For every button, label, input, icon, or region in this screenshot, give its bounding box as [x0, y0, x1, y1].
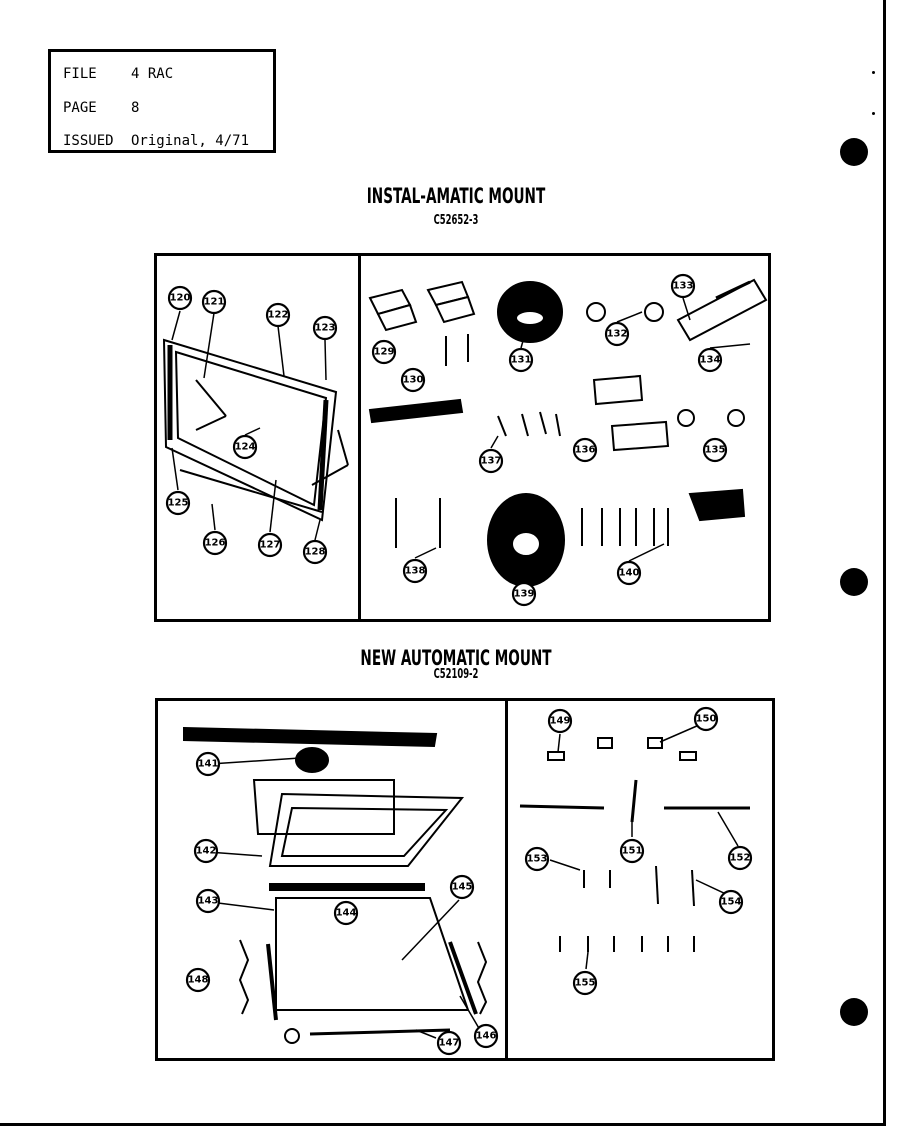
- callout-120-label: 120: [170, 293, 191, 304]
- callout-136: 136: [572, 437, 598, 463]
- callout-133-label: 133: [673, 281, 694, 292]
- callout-131-label: 131: [511, 355, 532, 366]
- page-label: PAGE: [63, 100, 97, 116]
- callout-149-label: 149: [550, 716, 571, 727]
- callout-122-label: 122: [268, 310, 289, 321]
- panel-auto-parts: [505, 698, 775, 1061]
- callout-125: 125: [165, 490, 191, 516]
- callout-149: 149: [547, 708, 573, 734]
- callout-120: 120: [167, 285, 193, 311]
- callout-152: 152: [727, 845, 753, 871]
- callout-137: 137: [478, 448, 504, 474]
- callout-137-label: 137: [481, 456, 502, 467]
- callout-138-label: 138: [405, 566, 426, 577]
- scan-speck: [872, 112, 875, 115]
- callout-148: 148: [185, 967, 211, 993]
- section2-title: NEW AUTOMATIC MOUNT: [360, 646, 552, 670]
- binder-hole-icon: [840, 138, 868, 166]
- callout-147: 147: [436, 1030, 462, 1056]
- callout-122: 122: [265, 302, 291, 328]
- callout-144-label: 144: [336, 908, 357, 919]
- callout-145: 145: [449, 874, 475, 900]
- callout-141-label: 141: [198, 759, 219, 770]
- callout-134: 134: [697, 347, 723, 373]
- callout-142: 142: [193, 838, 219, 864]
- callout-121: 121: [201, 289, 227, 315]
- file-label: FILE: [63, 66, 97, 82]
- callout-121-label: 121: [204, 297, 225, 308]
- callout-140-label: 140: [619, 568, 640, 579]
- window-frame-drawing: [162, 338, 349, 522]
- callout-144: 144: [333, 900, 359, 926]
- callout-141: 141: [195, 751, 221, 777]
- callout-146: 146: [473, 1023, 499, 1049]
- automatic-hardware-drawings: [519, 737, 750, 952]
- callout-154-label: 154: [721, 897, 742, 908]
- callout-140: 140: [616, 560, 642, 586]
- binder-hole-icon: [840, 998, 868, 1026]
- file-info-box: FILE 4 RAC PAGE 8 ISSUED Original, 4/71: [48, 49, 276, 153]
- callout-136-label: 136: [575, 445, 596, 456]
- automatic-mount-drawing: [183, 726, 488, 1044]
- callout-150-label: 150: [696, 714, 717, 725]
- parts-sheet: [0, 0, 886, 1126]
- callout-153: 153: [524, 846, 550, 872]
- callout-127: 127: [257, 532, 283, 558]
- panel-instal-parts: [358, 253, 771, 622]
- callout-153-label: 153: [527, 854, 548, 865]
- callout-126-label: 126: [205, 538, 226, 549]
- callout-130: 130: [400, 367, 426, 393]
- callout-133: 133: [670, 273, 696, 299]
- callout-129: 129: [371, 339, 397, 365]
- callout-129-label: 129: [374, 347, 395, 358]
- binder-hole-icon: [840, 568, 868, 596]
- callout-135-label: 135: [705, 445, 726, 456]
- callout-123-label: 123: [315, 323, 336, 334]
- callout-143: 143: [195, 888, 221, 914]
- callout-132: 132: [604, 321, 630, 347]
- callout-154: 154: [718, 889, 744, 915]
- callout-128: 128: [302, 539, 328, 565]
- callout-124-label: 124: [235, 442, 256, 453]
- callout-135: 135: [702, 437, 728, 463]
- callout-155-label: 155: [575, 978, 596, 989]
- page-value: 8: [131, 100, 140, 116]
- callout-125-label: 125: [168, 498, 189, 509]
- callout-143-label: 143: [198, 896, 219, 907]
- callout-150: 150: [693, 706, 719, 732]
- callout-155: 155: [572, 970, 598, 996]
- callout-131: 131: [508, 347, 534, 373]
- callout-124: 124: [232, 434, 258, 460]
- callout-151: 151: [619, 838, 645, 864]
- section1-title: INSTAL-AMATIC MOUNT: [366, 184, 546, 208]
- file-value: 4 RAC: [131, 66, 174, 82]
- instal-parts-drawings: [368, 278, 768, 587]
- callout-138: 138: [402, 558, 428, 584]
- callout-127-label: 127: [260, 540, 281, 551]
- callout-151-label: 151: [622, 846, 643, 857]
- callout-130-label: 130: [403, 375, 424, 386]
- callout-148-label: 148: [188, 975, 209, 986]
- callout-132-label: 132: [607, 329, 628, 340]
- issued-label: ISSUED: [63, 133, 114, 149]
- callout-128-label: 128: [305, 547, 326, 558]
- callout-139-label: 139: [514, 589, 535, 600]
- callout-147-label: 147: [439, 1038, 460, 1049]
- scan-speck: [872, 71, 875, 74]
- callout-139: 139: [511, 581, 537, 607]
- callout-126: 126: [202, 530, 228, 556]
- callout-145-label: 145: [452, 882, 473, 893]
- issued-value: Original, 4/71: [131, 133, 250, 149]
- callout-123: 123: [312, 315, 338, 341]
- callout-152-label: 152: [730, 853, 751, 864]
- section1-part-number: C52652-3: [433, 213, 479, 228]
- callout-146-label: 146: [476, 1031, 497, 1042]
- section2-part-number: C52109-2: [433, 667, 479, 682]
- callout-142-label: 142: [196, 846, 217, 857]
- leader-lines: [171, 297, 751, 1039]
- callout-134-label: 134: [700, 355, 721, 366]
